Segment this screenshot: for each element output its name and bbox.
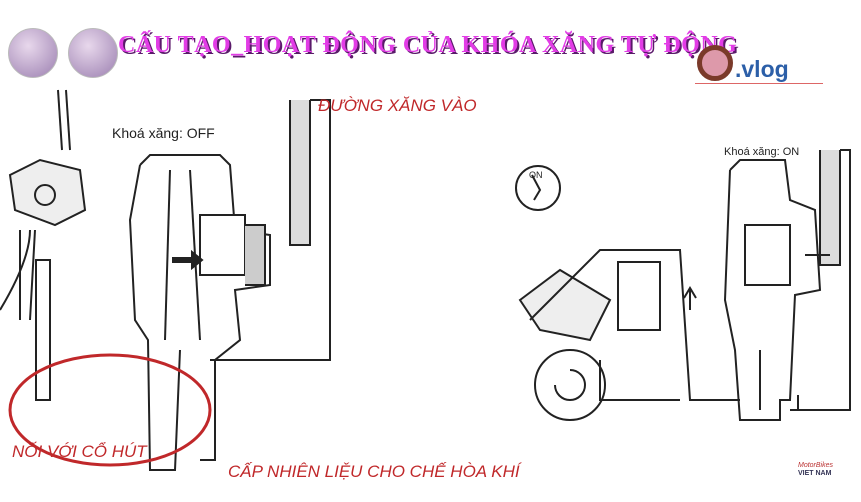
video-title: CẤU TẠO_HOẠT ĐỘNG CỦA KHÓA XĂNG TỰ ĐỘNG — [118, 32, 738, 58]
fuel-tap-illustration — [0, 89, 87, 401]
vlog-logo-icon — [697, 45, 733, 81]
watermark-line1: MotorBikes — [798, 462, 834, 469]
outlet-label: CẤP NHIÊN LIỆU CHO CHẾ HÒA KHÍ — [228, 462, 520, 481]
state-off-label: Khoá xăng: OFF — [112, 125, 215, 141]
vacuum-label: NỐI VỚI CỔ HÚT — [12, 442, 147, 461]
valve-on-cross-section — [723, 149, 851, 421]
channel-avatar-1 — [8, 28, 58, 78]
watermark-line2: VIET NAM — [798, 470, 832, 477]
state-on-label: Khoá xăng: ON — [724, 146, 800, 158]
switch-on-label: ON — [529, 170, 543, 180]
vlog-logo-text: .vlog — [735, 56, 789, 82]
engine-illustration — [515, 165, 740, 421]
inlet-label: ĐƯỜNG XĂNG VÀO — [318, 96, 477, 115]
valve-off-cross-section — [128, 99, 331, 471]
vacuum-highlight-circle — [8, 353, 212, 467]
watermark: MotorBikes VIET NAM — [798, 462, 833, 478]
logo-underline — [695, 83, 823, 84]
channel-avatar-2 — [68, 28, 118, 78]
